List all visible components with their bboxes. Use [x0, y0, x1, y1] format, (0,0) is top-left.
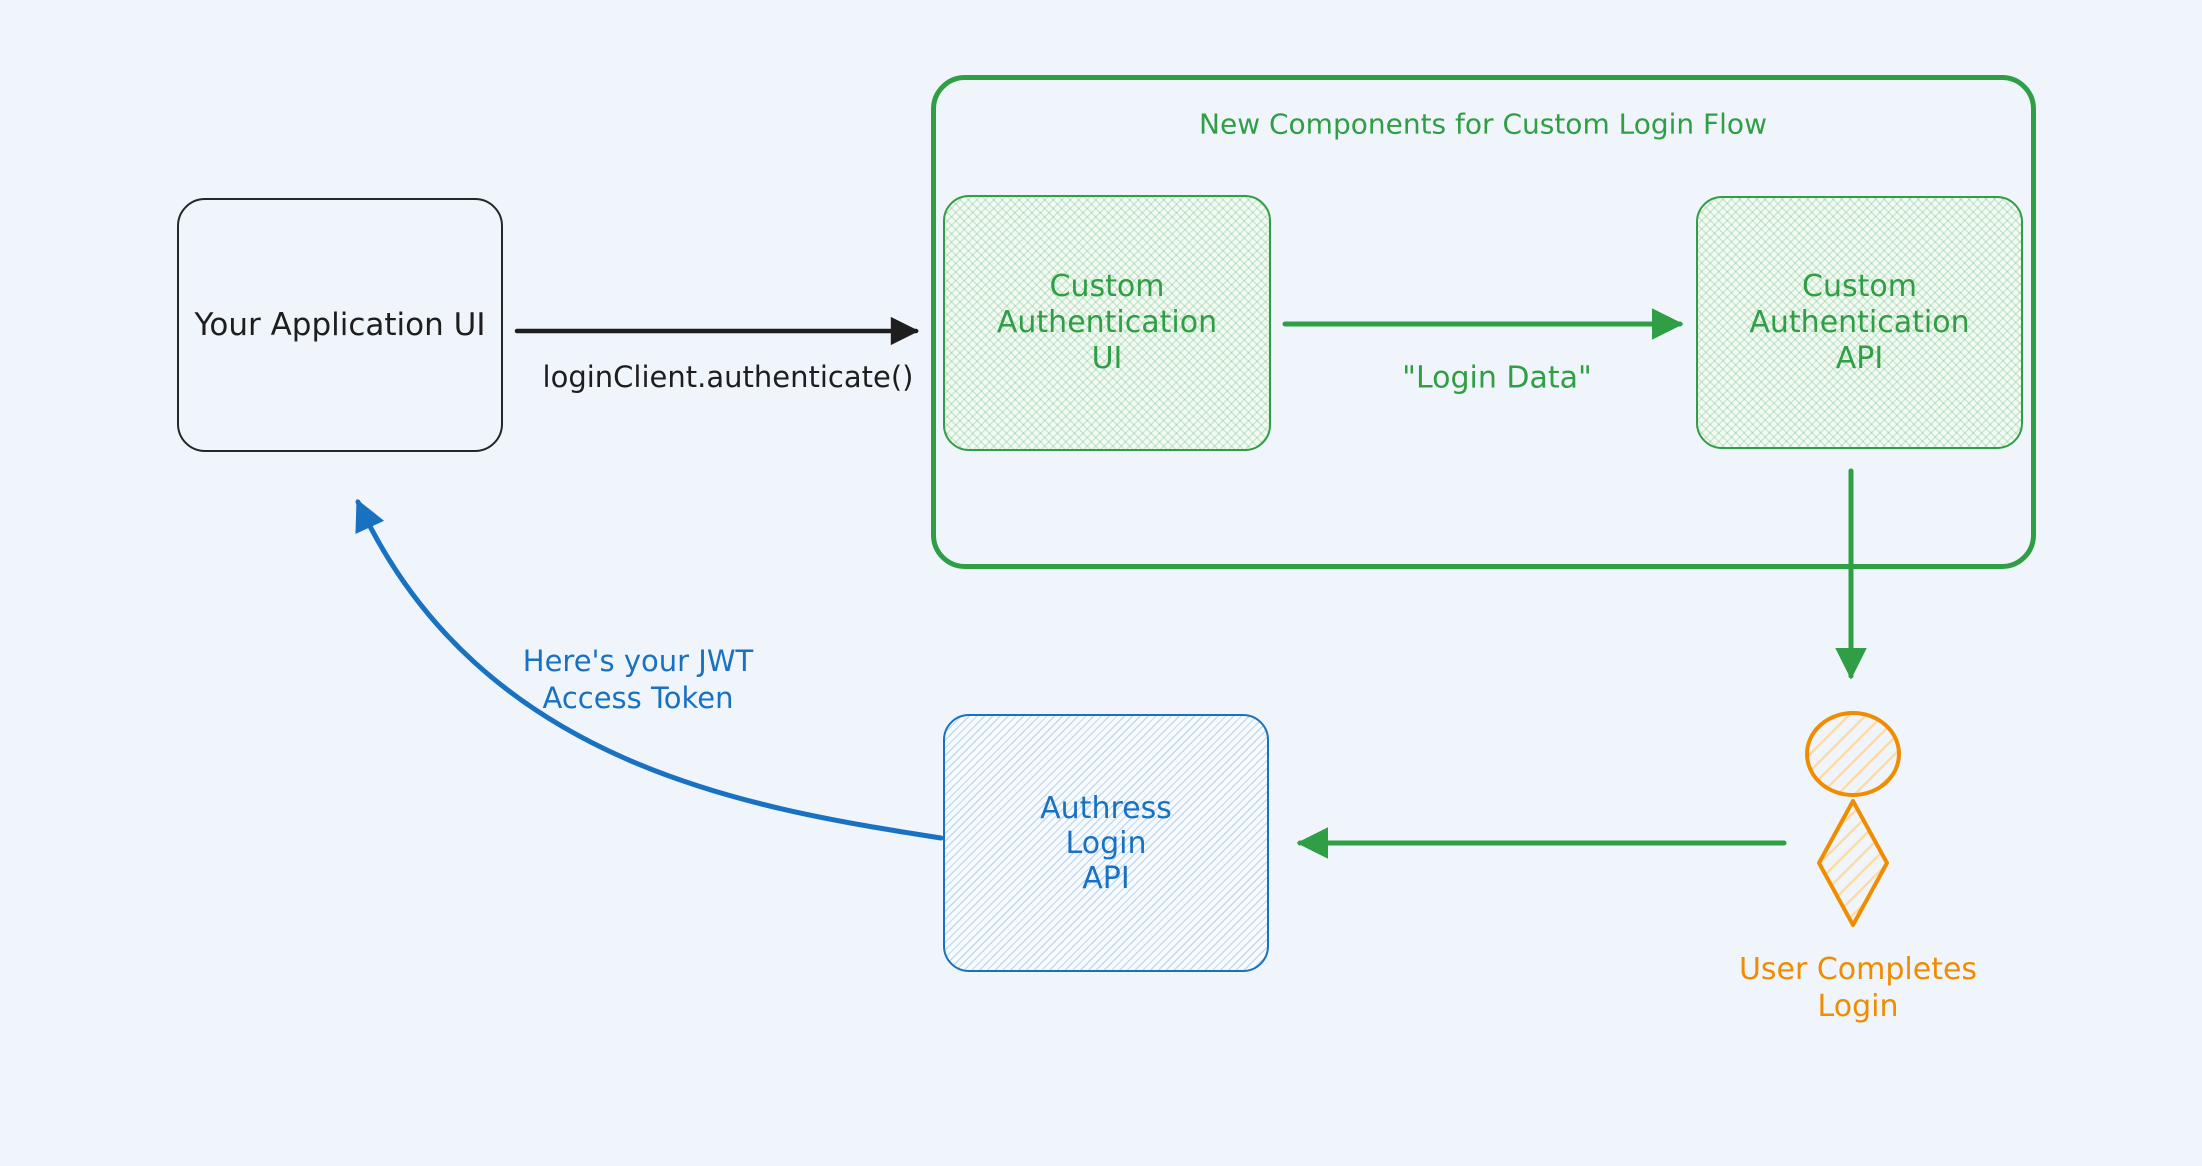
- custom-auth-ui-line: Authentication: [996, 305, 1218, 340]
- edge-label-jwt-token: Here's your JWT Access Token: [523, 643, 753, 717]
- edge-label-authenticate: loginClient.authenticate(): [542, 360, 914, 394]
- custom-auth-api-line: Custom: [1802, 268, 1917, 304]
- custom-auth-api-node: Custom Authentication API: [1696, 196, 2023, 449]
- edge-label-login-data: "Login Data": [1402, 360, 1592, 396]
- custom-login-flow-group: [931, 75, 2036, 569]
- custom-auth-ui-line: Custom: [1049, 269, 1165, 304]
- your-application-ui-label: Your Application UI: [194, 307, 486, 343]
- custom-auth-api-line: Authentication: [1749, 304, 1970, 340]
- user-head-icon: [1805, 711, 1901, 797]
- user-icon: [1805, 711, 1901, 927]
- edge-label-jwt-line: Here's your JWT: [522, 644, 754, 678]
- label-user-completes-line: User Completes: [1738, 952, 1978, 987]
- your-application-ui-node: Your Application UI: [177, 198, 503, 452]
- user-body-icon: [1817, 799, 1889, 927]
- label-user-completes-line: Login: [1817, 989, 1899, 1024]
- group-title: New Components for Custom Login Flow: [1199, 107, 1767, 141]
- custom-auth-ui-line: UI: [1091, 341, 1123, 376]
- edge-label-jwt-line: Access Token: [542, 681, 734, 715]
- label-user-completes-login: User Completes Login: [1739, 951, 1977, 1025]
- authress-login-api-node: Authress Login API: [943, 714, 1269, 972]
- custom-auth-api-line: API: [1835, 340, 1884, 376]
- authress-login-api-line: Authress: [1040, 790, 1172, 826]
- custom-auth-ui-node: Custom Authentication UI: [943, 195, 1271, 451]
- authress-login-api-line: Login: [1065, 825, 1147, 861]
- authress-login-api-line: API: [1082, 860, 1130, 896]
